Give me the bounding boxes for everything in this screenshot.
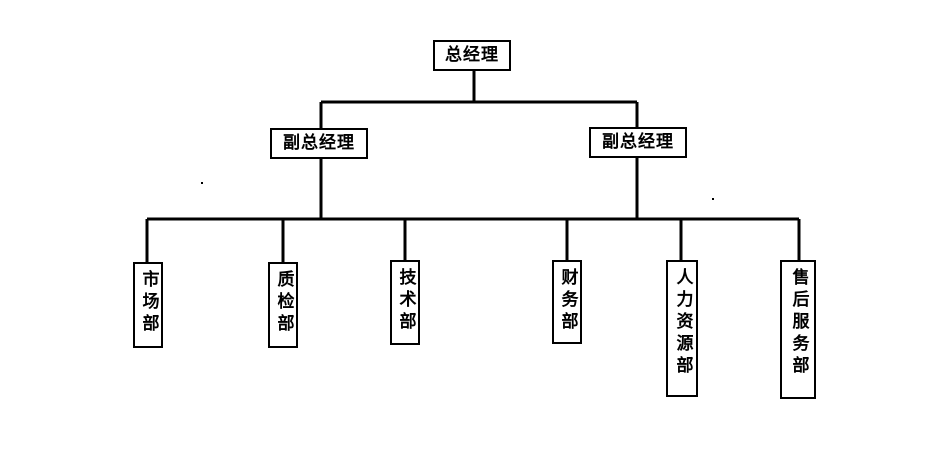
node-dept-quality: 质检部 [268,262,298,348]
stray-dot-right [712,198,714,200]
stray-dot-left [201,182,203,184]
node-dept-finance: 财务部 [552,260,582,344]
node-dept-after-sales: 售后服务部 [780,260,816,399]
node-vice-manager-right: 副总经理 [589,127,687,158]
node-general-manager: 总经理 [433,40,511,71]
node-dept-hr: 人力资源部 [666,260,698,397]
node-dept-marketing: 市场部 [133,262,163,348]
node-dept-technology: 技术部 [390,260,420,345]
node-vice-manager-left: 副总经理 [270,128,368,159]
